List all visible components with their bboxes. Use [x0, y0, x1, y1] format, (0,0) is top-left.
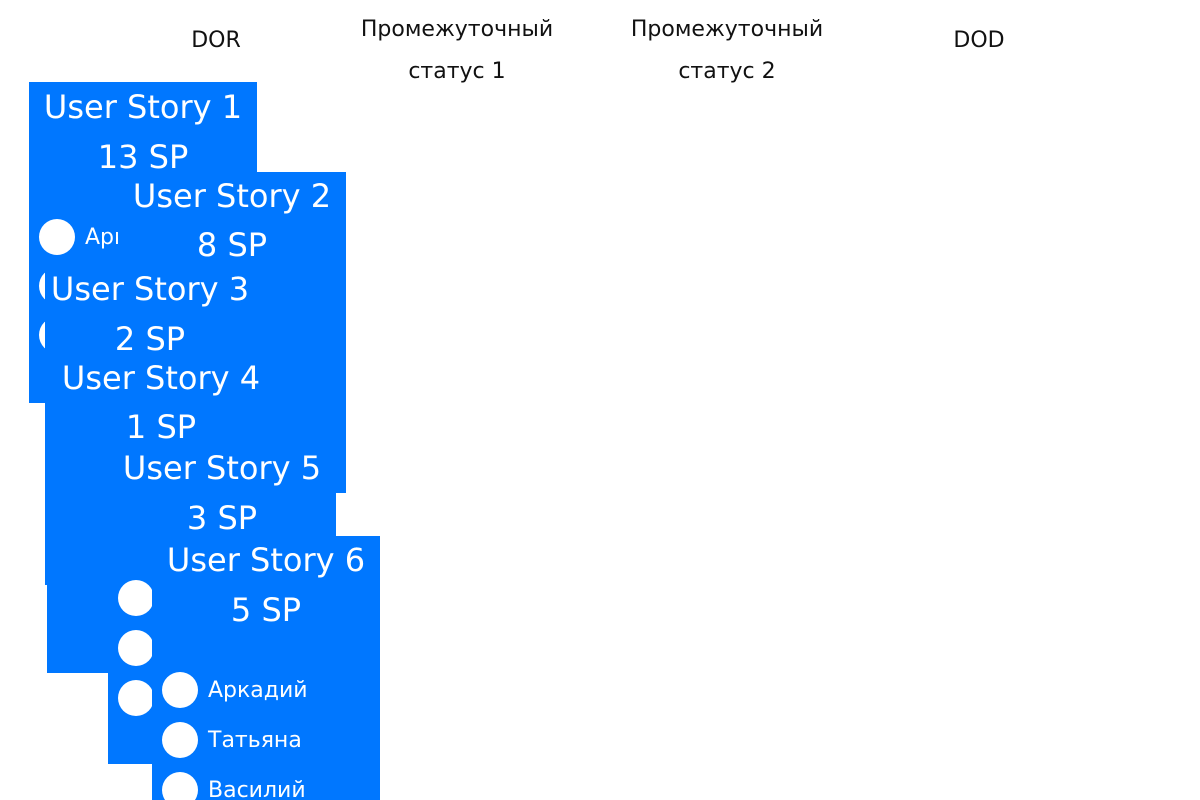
- column-header-dor: DOR: [166, 20, 266, 62]
- assignee-name: Василий: [208, 777, 306, 800]
- assignee-name: Татьяна: [208, 727, 302, 753]
- story-points: 8 SP: [196, 226, 268, 264]
- avatar: [162, 772, 198, 800]
- avatar: [162, 672, 198, 708]
- column-header-status-2: Промежуточный статус 2: [627, 9, 827, 93]
- avatar: [118, 580, 154, 616]
- avatar: [118, 630, 154, 666]
- column-header-status-2-line2: статус 2: [678, 59, 776, 84]
- column-header-status-1: Промежуточный статус 1: [357, 9, 557, 93]
- column-header-dod-label: DOD: [953, 28, 1005, 53]
- story-points: 1 SP: [125, 408, 197, 446]
- assignee-tatyana[interactable]: Татьяна: [162, 721, 302, 759]
- assignee-vasiliy[interactable]: Василий: [162, 771, 306, 800]
- column-header-dor-label: DOR: [191, 28, 241, 53]
- card-title: User Story 2: [132, 177, 332, 215]
- card-title: User Story 6: [166, 541, 366, 579]
- avatar: [39, 219, 75, 255]
- column-header-status-2-line1: Промежуточный: [630, 17, 824, 42]
- assignee[interactable]: [118, 579, 154, 617]
- column-header-status-1-line2: статус 1: [408, 59, 506, 84]
- assignee[interactable]: Арк: [39, 218, 127, 256]
- column-header-dod: DOD: [929, 20, 1029, 62]
- story-points: 2 SP: [114, 320, 186, 358]
- user-story-card-6[interactable]: User Story 6 5 SP Аркадий Татьяна Васили…: [152, 536, 380, 800]
- card-title: User Story 5: [122, 449, 322, 487]
- assignee[interactable]: [118, 629, 154, 667]
- assignee-name: Аркадий: [208, 677, 308, 703]
- assignee-arkadiy[interactable]: Аркадий: [162, 671, 308, 709]
- card-title: User Story 1: [43, 88, 243, 126]
- column-header-status-1-line1: Промежуточный: [360, 17, 554, 42]
- assignee[interactable]: [118, 679, 154, 717]
- story-points: 3 SP: [186, 499, 258, 537]
- story-points: 5 SP: [230, 591, 302, 629]
- card-title: User Story 3: [50, 270, 250, 308]
- card-title: User Story 4: [61, 359, 261, 397]
- avatar: [162, 722, 198, 758]
- avatar: [118, 680, 154, 716]
- story-points: 13 SP: [97, 138, 189, 176]
